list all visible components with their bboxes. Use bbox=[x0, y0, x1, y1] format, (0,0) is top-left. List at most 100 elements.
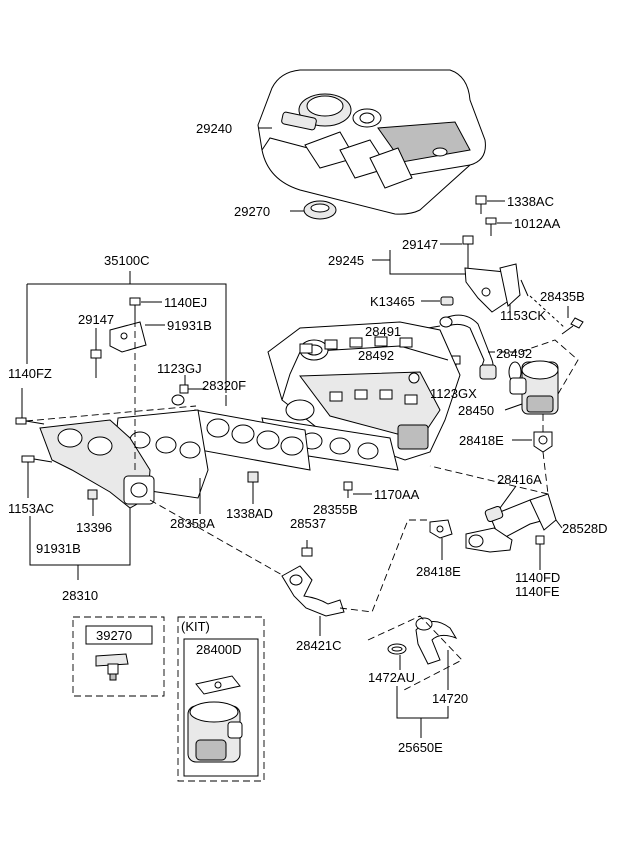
egr-pipe-28421C bbox=[281, 565, 345, 617]
bolt-29147-lower bbox=[90, 349, 102, 378]
label-28450: 28450 bbox=[458, 403, 494, 418]
clamp-1472AU bbox=[387, 643, 407, 655]
label-kit: (KIT) bbox=[181, 619, 210, 634]
label-28537: 28537 bbox=[290, 516, 326, 531]
bolt-1123GJ bbox=[179, 384, 206, 394]
dotline-28435B bbox=[529, 295, 566, 329]
label-28421C: 28421C bbox=[296, 638, 342, 653]
bolt-28537 bbox=[301, 540, 313, 557]
leader-28416A bbox=[499, 485, 517, 509]
clip-K13465 bbox=[440, 296, 454, 306]
leader-28450 bbox=[504, 403, 523, 411]
label-29240: 29240 bbox=[196, 121, 232, 136]
bolt-1012AA bbox=[485, 217, 497, 236]
label-1012AA: 1012AA bbox=[514, 216, 561, 231]
leader-29245 bbox=[372, 250, 466, 275]
label-28358A: 28358A bbox=[170, 516, 215, 531]
label-29147-lower: 29147 bbox=[78, 312, 114, 327]
egr-valve-kit-28400D bbox=[187, 675, 243, 763]
bolt-1338AC bbox=[475, 195, 487, 214]
dashline-egr-top bbox=[488, 339, 579, 395]
egr-valve-28450 bbox=[509, 360, 559, 415]
label-box-39270 bbox=[85, 625, 153, 645]
label-29270: 29270 bbox=[234, 204, 270, 219]
label-1153AC: 1153AC bbox=[8, 501, 54, 516]
label-K13465: K13465 bbox=[370, 294, 415, 309]
seal-29270 bbox=[303, 200, 337, 220]
dashline-pipe-head bbox=[429, 465, 549, 495]
dashline-to-pipe bbox=[149, 499, 299, 585]
gasket-28418E-lower bbox=[429, 519, 453, 539]
label-28320F: 28320F bbox=[202, 378, 246, 393]
label-28355B: 28355B bbox=[313, 502, 358, 517]
box-28400D bbox=[183, 638, 259, 777]
bolt-29147-upper bbox=[462, 235, 474, 268]
label-28418E-upper: 28418E bbox=[459, 433, 504, 448]
leader-35100C bbox=[26, 283, 227, 393]
label-1140FD: 1140FD bbox=[515, 570, 560, 585]
label-91931B-lower: 91931B bbox=[36, 541, 81, 556]
stud-1153AC bbox=[21, 455, 35, 463]
bolt-28435B-upper bbox=[520, 279, 529, 297]
label-1472AU: 1472AU bbox=[368, 670, 415, 685]
label-1140EJ: 1140EJ bbox=[164, 295, 207, 310]
label-28491: 28491 bbox=[365, 324, 401, 339]
label-28492-left: 28492 bbox=[358, 348, 394, 363]
dashline-hose-box bbox=[367, 615, 463, 691]
label-91931B-upper: 91931B bbox=[167, 318, 212, 333]
label-1153CK: 1153CK bbox=[500, 308, 546, 323]
label-1123GX: 1123GX bbox=[430, 386, 477, 401]
gasket-28418E-upper bbox=[533, 431, 553, 453]
label-1338AD: 1338AD bbox=[226, 506, 273, 521]
bolt-1140EJ bbox=[129, 297, 141, 320]
dashline-manifold-top bbox=[25, 405, 197, 422]
stud-1140FZ-shaft bbox=[25, 420, 45, 425]
stud-1140FZ bbox=[15, 417, 27, 425]
cylinder-head bbox=[267, 321, 461, 461]
label-14720: 14720 bbox=[432, 691, 468, 706]
label-29147-upper: 29147 bbox=[402, 237, 438, 252]
label-1123GJ: 1123GJ bbox=[157, 361, 202, 376]
exhaust-manifold-28310 bbox=[39, 419, 155, 509]
engine-cover bbox=[257, 69, 486, 215]
cam-bearing-caps bbox=[299, 336, 418, 405]
washer-1123GJ bbox=[171, 394, 185, 406]
dashline-28421C-28418E bbox=[339, 519, 430, 613]
label-13396: 13396 bbox=[76, 520, 112, 535]
bracket-29245 bbox=[464, 263, 521, 313]
egr-pipe-28416A bbox=[465, 493, 557, 553]
leader-25650E bbox=[396, 686, 449, 719]
label-1140FZ: 1140FZ bbox=[8, 366, 52, 381]
bolt-1140FD bbox=[535, 535, 545, 570]
bolt-28435B bbox=[561, 317, 584, 335]
nut-1338AD bbox=[247, 471, 259, 483]
label-28418E-lower: 28418E bbox=[416, 564, 461, 579]
label-39270: 39270 bbox=[96, 628, 132, 643]
hose-14720 bbox=[415, 617, 458, 665]
label-25650E: 25650E bbox=[398, 740, 443, 755]
pipe-28491 bbox=[439, 314, 497, 380]
dashline-gasket-pipe bbox=[542, 451, 549, 495]
leader-28310 bbox=[29, 508, 131, 566]
box-39270 bbox=[72, 616, 165, 697]
label-29245: 29245 bbox=[328, 253, 364, 268]
label-28416A: 28416A bbox=[497, 472, 542, 487]
heat-shield-91931B bbox=[109, 321, 147, 353]
label-28435B: 28435B bbox=[540, 289, 585, 304]
label-1140FE: 1140FE bbox=[515, 584, 560, 599]
callout-labels: 29240 29270 1338AC 1012AA 29147 29245 35… bbox=[8, 121, 608, 755]
nut-13396 bbox=[87, 489, 98, 500]
label-28528D: 28528D bbox=[562, 521, 608, 536]
label-1338AC: 1338AC bbox=[507, 194, 554, 209]
leader-28528D bbox=[555, 519, 563, 529]
box-kit bbox=[177, 616, 265, 782]
label-1170AA: 1170AA bbox=[374, 487, 420, 502]
sensor-39270 bbox=[95, 653, 129, 681]
label-28400D: 28400D bbox=[196, 642, 242, 657]
label-35100C: 35100C bbox=[104, 253, 150, 268]
label-28492-right: 28492 bbox=[496, 346, 532, 361]
bolt-1170AA bbox=[343, 481, 353, 498]
stud-1153AC-shaft bbox=[33, 458, 53, 463]
label-28310: 28310 bbox=[62, 588, 98, 603]
